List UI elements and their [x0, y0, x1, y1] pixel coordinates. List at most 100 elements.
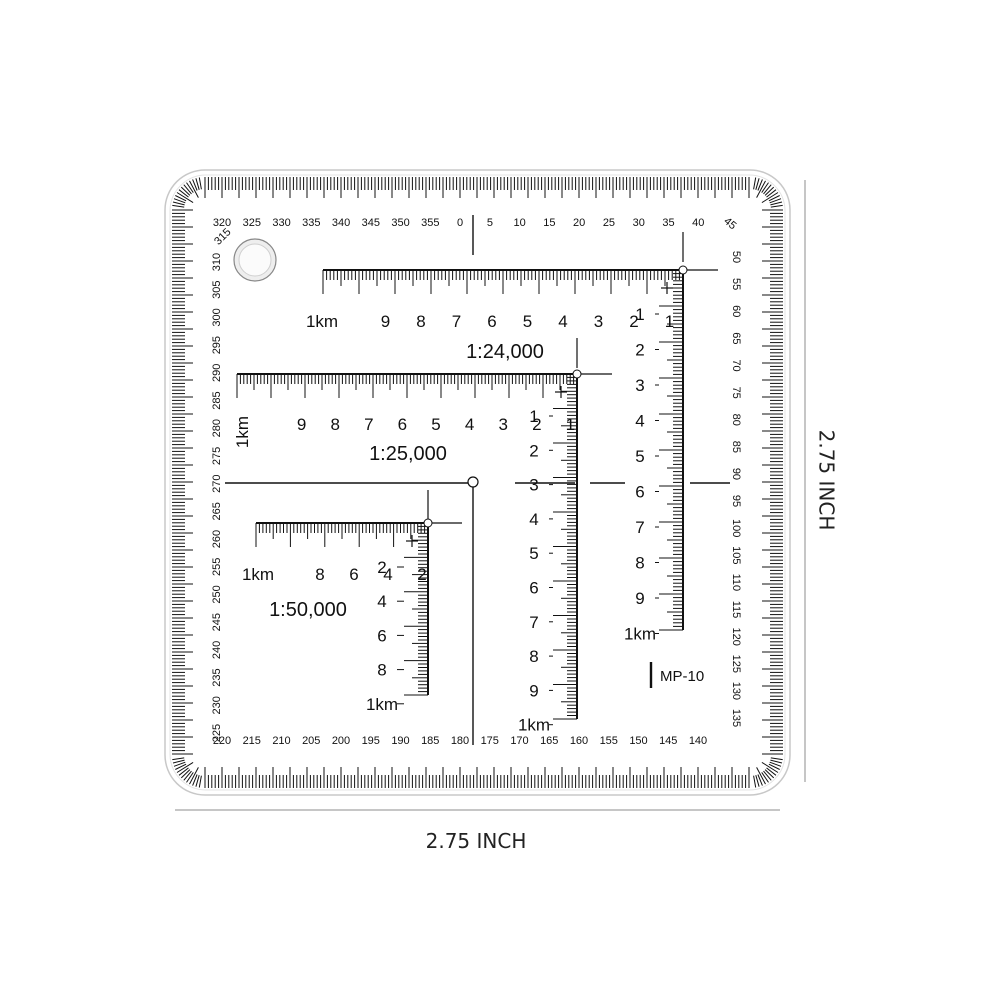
bezel-label-bottom: 180 [451, 735, 469, 747]
bezel-tick [195, 178, 200, 190]
bezel-label-right: 95 [730, 495, 742, 507]
bezel-label-top: 0 [457, 217, 463, 229]
bezel-tick [192, 179, 198, 191]
bezel-label-bottom: 195 [362, 735, 380, 747]
height-dimension-label: 2.75 INCH [815, 430, 839, 531]
bezel-label-top: 30 [633, 217, 645, 229]
bezel-label-top: 330 [272, 217, 290, 229]
bezel-tick [756, 180, 766, 198]
scale-v-label: 8 [635, 554, 644, 573]
bezel-tick [770, 759, 783, 764]
bezel-label-top: 20 [573, 217, 585, 229]
bezel-label-right: 50 [730, 251, 742, 263]
bezel-label-left: 280 [211, 419, 223, 437]
bezel-label-top: 320 [213, 217, 231, 229]
bezel-tick [195, 775, 200, 787]
scale-v-label: 4 [529, 510, 538, 529]
bezel-tick [769, 198, 782, 204]
scale-h-label: 5 [431, 415, 440, 434]
bezel-label-top: 340 [332, 217, 350, 229]
bezel-label-left: 260 [211, 530, 223, 548]
bezel-tick [756, 767, 766, 785]
bezel-tick [198, 177, 202, 190]
bezel-label-left: 245 [211, 613, 223, 631]
center-point [467, 476, 479, 488]
bezel-label-right: 70 [730, 359, 742, 371]
bezel-tick [764, 769, 775, 779]
scale-v-label: 1km [518, 716, 550, 735]
scale-h-label: 2 [532, 415, 541, 434]
bezel-label-right: 60 [730, 305, 742, 317]
scale-v-label: 5 [529, 544, 538, 563]
bezel-tick [766, 189, 777, 198]
scale-v-label: 1 [635, 305, 644, 324]
bezel-tick [178, 189, 189, 198]
bezel-label-bottom: 165 [540, 735, 558, 747]
scale-origin-point [678, 265, 688, 275]
scale-v-label: 8 [529, 647, 538, 666]
scale-h-label: 1km [242, 565, 274, 584]
bezel-label-top: 10 [514, 217, 526, 229]
bezel-label-top: 350 [391, 217, 409, 229]
bezel-tick [173, 761, 186, 767]
bezel-tick [175, 195, 187, 202]
scale-v-label: 9 [635, 589, 644, 608]
bezel-tick [764, 186, 775, 196]
bezel-tick [176, 192, 194, 204]
bezel-label-top: 15 [543, 217, 555, 229]
scale-h-label: 4 [465, 415, 474, 434]
bezel-label-left: 250 [211, 585, 223, 603]
bezel-label-bottom: 220 [213, 735, 231, 747]
scale-h-label: 5 [523, 312, 532, 331]
bezel-label-right: 85 [730, 441, 742, 453]
scale-ratio-label: 1:25,000 [369, 443, 447, 465]
scale-v-label: 3 [635, 376, 644, 395]
bezel-label-right: 105 [730, 546, 742, 564]
bezel-label-left: 270 [211, 474, 223, 492]
bezel-tick [753, 775, 757, 788]
scale-v-label: 3 [529, 476, 538, 495]
bezel-label-bottom: 155 [600, 735, 618, 747]
bezel-label-bottom: 140 [689, 735, 707, 747]
scale-v-label: 1 [529, 407, 538, 426]
key-hole [233, 238, 277, 282]
bezel-label-left: 230 [211, 696, 223, 714]
model-badge: MP-10 [649, 662, 704, 688]
bezel-tick [189, 180, 199, 198]
bezel-tick [180, 186, 191, 196]
bezel-tick [757, 774, 763, 786]
scale-ratio-label: 1:24,000 [466, 341, 544, 363]
scale-v-label: 2 [377, 558, 386, 577]
scale-h-label: 8 [330, 415, 339, 434]
width-dimension-label: 2.75 INCH [426, 829, 527, 853]
scale-v-label: 7 [529, 613, 538, 632]
bezel-label-right: 130 [730, 682, 742, 700]
scale-v-label: 2 [635, 341, 644, 360]
bezel-tick [180, 769, 191, 779]
bezel-tick [763, 184, 772, 195]
bezel-tick [753, 177, 757, 190]
bezel-tick [768, 195, 780, 202]
scale-v-label: 4 [635, 412, 644, 431]
bezel-label-right: 125 [730, 655, 742, 673]
bezel-tick [770, 204, 783, 208]
bezel-label-right: 90 [730, 468, 742, 480]
scale-h-label: 6 [487, 312, 496, 331]
bezel-tick [183, 184, 192, 195]
scale-h-label: 9 [381, 312, 390, 331]
bezel-label-left: 295 [211, 336, 223, 354]
crosshair-lines [225, 215, 730, 745]
scale-h-label: 1 [665, 312, 674, 331]
height-dimension: 2.75 INCH [804, 180, 839, 782]
bezel-label-top: 40 [692, 217, 704, 229]
bezel-label-bottom: 145 [659, 735, 677, 747]
scale-h-label: 8 [315, 565, 324, 584]
bezel-label-top: 25 [603, 217, 615, 229]
bezel-label-bottom: 185 [421, 735, 439, 747]
scale-ratio-label: 1:50,000 [269, 599, 347, 621]
